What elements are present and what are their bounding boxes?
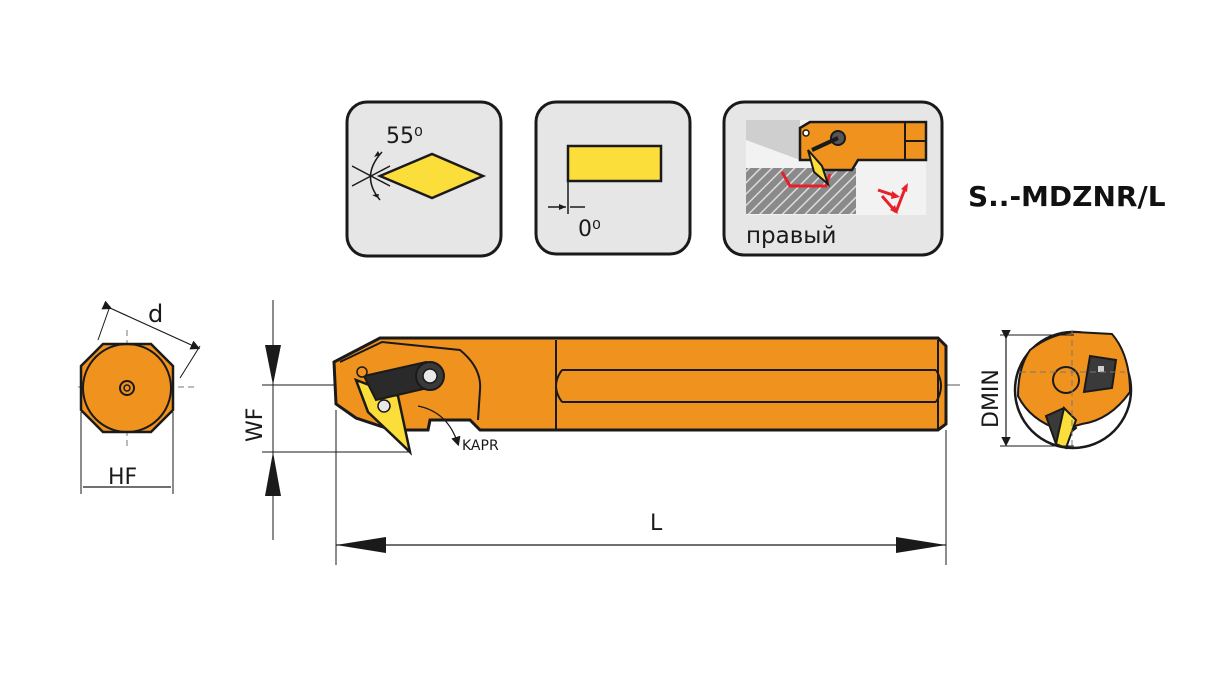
boring-bar-side-view: KAPR bbox=[300, 336, 960, 456]
tool-designation-title: S..-MDZNR/L bbox=[968, 180, 1166, 213]
dim-l-label: L bbox=[650, 511, 663, 536]
dim-hf-label: HF bbox=[108, 465, 137, 490]
feed-direction-arrows-icon bbox=[877, 183, 908, 214]
hand-application-icon-box: правый bbox=[722, 100, 944, 257]
dim-kapr-label: KAPR bbox=[462, 438, 499, 454]
rhombic-insert-icon bbox=[376, 152, 487, 200]
mini-holder-icon bbox=[798, 120, 928, 188]
dim-dmin-label: DMIN bbox=[979, 369, 1004, 428]
dim-wf: WF bbox=[243, 300, 410, 540]
dim-d-label: d bbox=[148, 300, 163, 328]
clearance-angle-label: 0⁰ bbox=[578, 217, 601, 242]
clearance-angle-icon-box: 0⁰ bbox=[534, 100, 692, 256]
dim-l: L bbox=[335, 410, 947, 565]
end-view-left: d HF bbox=[78, 300, 201, 494]
workpiece-hatch bbox=[746, 168, 856, 214]
insert-shape-icon-box: 55⁰ bbox=[345, 100, 503, 258]
end-view-right: DMIN bbox=[979, 329, 1133, 450]
insert-angle-label: 55⁰ bbox=[386, 124, 423, 149]
hand-label: правый bbox=[746, 223, 836, 249]
dim-wf-label: WF bbox=[243, 408, 268, 442]
coolant-hole bbox=[119, 380, 135, 396]
boring-bar-shank bbox=[332, 336, 948, 432]
insert-side-profile-icon bbox=[566, 144, 663, 183]
